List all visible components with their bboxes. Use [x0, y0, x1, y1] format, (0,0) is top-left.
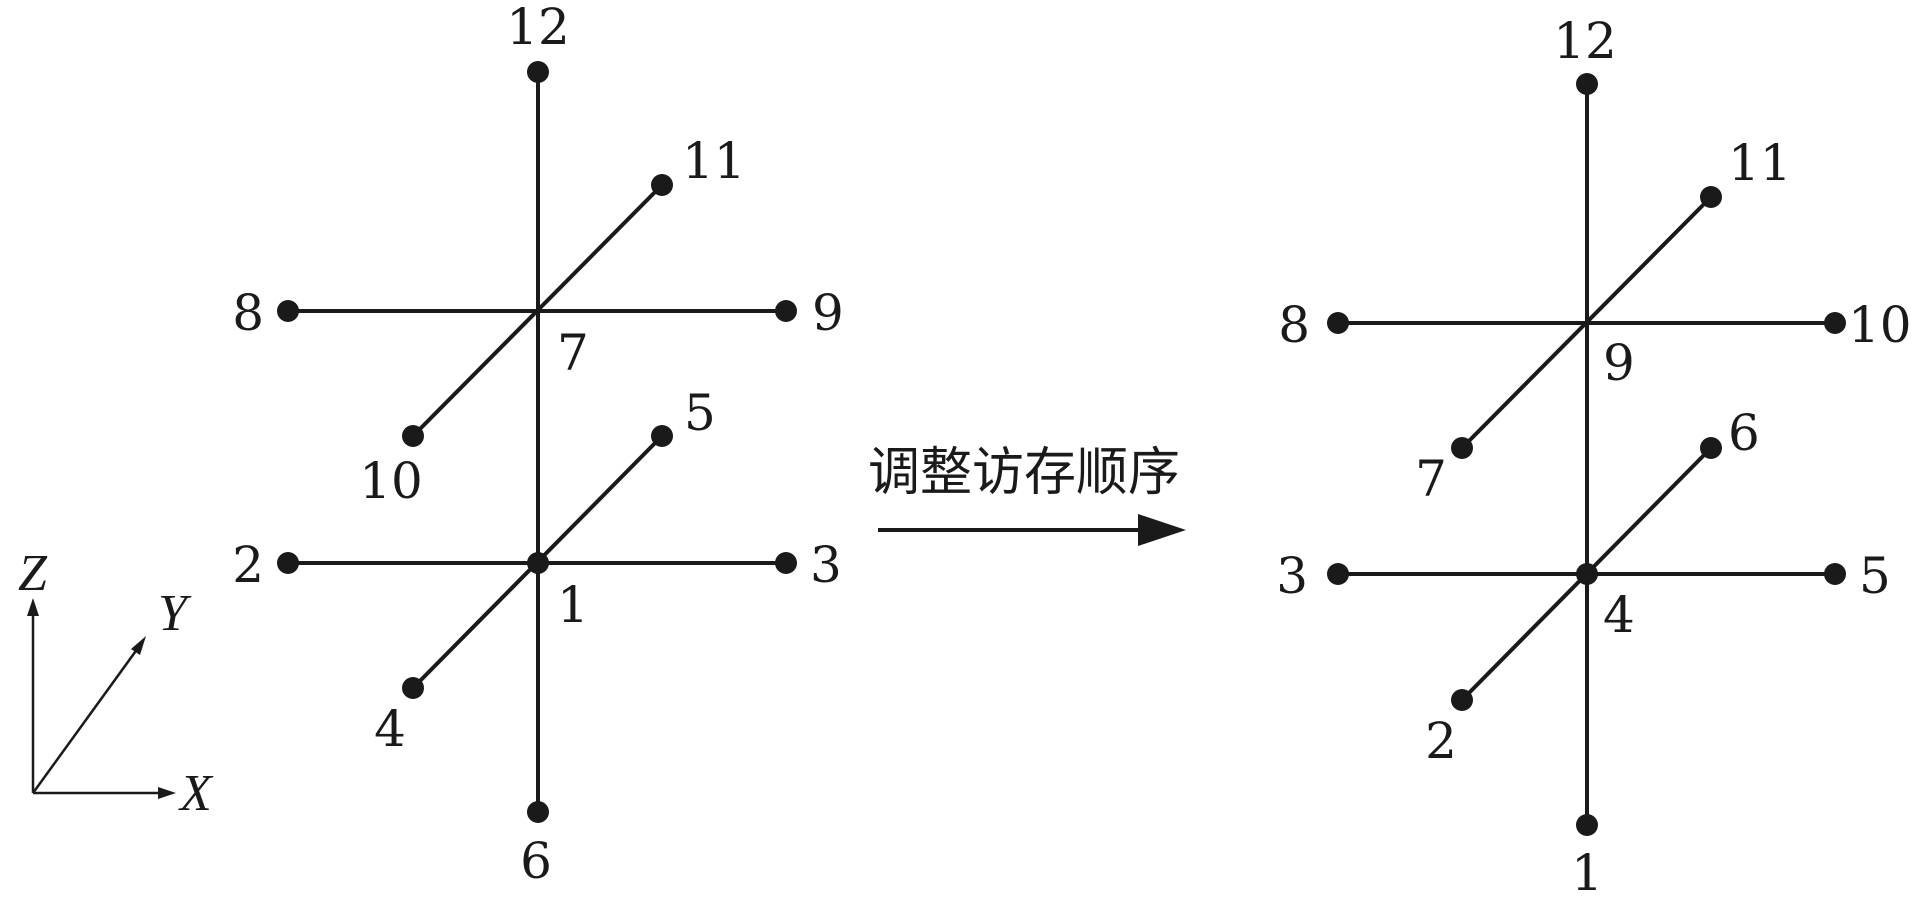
- left-label-7: 7: [557, 324, 589, 382]
- transition-arrowhead: [1138, 514, 1186, 546]
- right-label-1: 1: [1571, 844, 1603, 898]
- left-node-5: [651, 425, 673, 447]
- y-axis-label: Y: [158, 585, 192, 642]
- left-node-6: [527, 801, 549, 823]
- left-node-9: [775, 300, 797, 322]
- left-label-11: 11: [682, 132, 746, 190]
- left-node-11: [651, 174, 673, 196]
- left-label-12: 12: [506, 0, 570, 56]
- right-node-10: [1824, 312, 1846, 334]
- left-label-9: 9: [812, 284, 844, 342]
- x-axis-label: X: [178, 765, 214, 822]
- left-label-10: 10: [359, 452, 423, 510]
- left-node-3: [775, 552, 797, 574]
- y-axis-line: [31, 647, 140, 794]
- right-node-1: [1576, 814, 1598, 836]
- transition-arrow: 调整访存顺序: [868, 443, 1186, 546]
- right-label-11: 11: [1728, 134, 1792, 192]
- left-node-8: [277, 300, 299, 322]
- right-label-9: 9: [1603, 334, 1635, 392]
- left-label-4: 4: [374, 700, 406, 758]
- right-label-6: 6: [1728, 404, 1760, 462]
- coordinate-axes: Z Y X: [18, 545, 214, 822]
- right-node-5: [1824, 563, 1846, 585]
- left-upper-diagonal-edge: [411, 183, 664, 438]
- right-label-3: 3: [1276, 547, 1308, 605]
- right-node-4: [1576, 563, 1598, 585]
- right-label-4: 4: [1603, 586, 1635, 644]
- right-label-7: 7: [1415, 450, 1447, 508]
- z-axis-arrowhead: [27, 598, 39, 616]
- transition-label: 调整访存顺序: [868, 443, 1180, 503]
- right-node-2: [1451, 689, 1473, 711]
- left-stencil: 12 11 8 9 7 10 5 2 3 1 4 6: [232, 0, 844, 890]
- left-node-4: [402, 677, 424, 699]
- left-label-3: 3: [810, 536, 842, 594]
- right-node-11: [1700, 186, 1722, 208]
- left-node-2: [277, 552, 299, 574]
- left-label-1: 1: [557, 576, 589, 634]
- left-node-12: [527, 61, 549, 83]
- right-node-3: [1327, 563, 1349, 585]
- right-label-8: 8: [1278, 296, 1310, 354]
- left-label-2: 2: [232, 536, 264, 594]
- right-node-6: [1700, 437, 1722, 459]
- right-stencil: 12 11 8 10 9 7 6 3 5 4 2 1: [1276, 12, 1911, 898]
- left-label-6: 6: [520, 832, 552, 890]
- right-label-12: 12: [1553, 12, 1617, 70]
- left-label-5: 5: [684, 384, 716, 442]
- left-node-1: [527, 552, 549, 574]
- right-node-12: [1576, 73, 1598, 95]
- right-label-10: 10: [1848, 296, 1912, 354]
- right-label-2: 2: [1425, 712, 1457, 770]
- x-axis-arrowhead: [158, 787, 176, 799]
- z-axis-label: Z: [18, 545, 48, 602]
- left-label-8: 8: [232, 284, 264, 342]
- left-node-10: [402, 425, 424, 447]
- right-upper-diagonal-edge: [1460, 195, 1713, 450]
- right-label-5: 5: [1859, 547, 1891, 605]
- right-node-8: [1327, 312, 1349, 334]
- y-axis-arrowhead: [131, 636, 146, 655]
- right-node-7: [1451, 437, 1473, 459]
